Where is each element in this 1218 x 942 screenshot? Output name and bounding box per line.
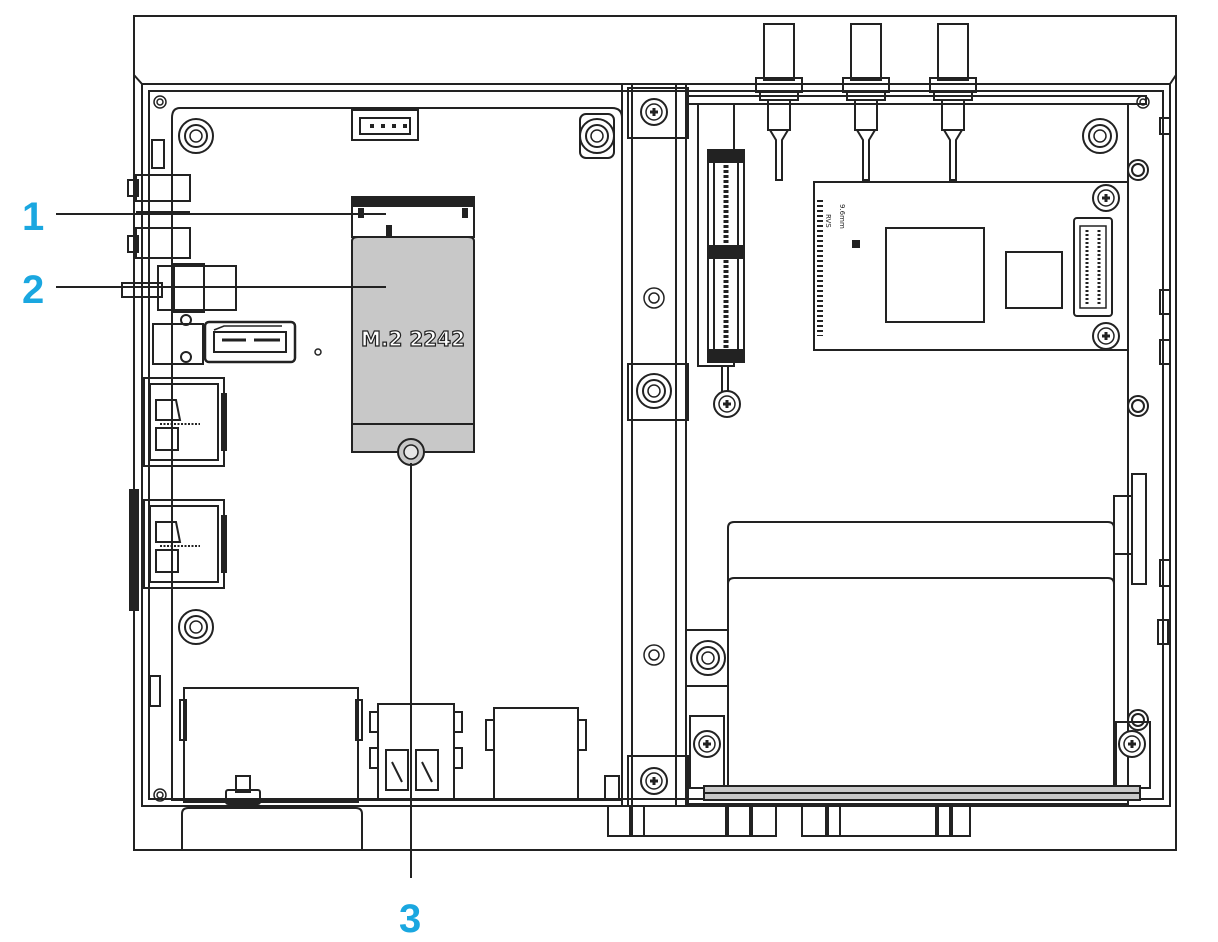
sata-connector bbox=[203, 320, 297, 364]
callout-1-number: 1 bbox=[22, 195, 44, 239]
serial-connectors bbox=[607, 805, 971, 837]
mini-pcie-card: RVS 9.6mm bbox=[813, 181, 1129, 351]
chassis bbox=[133, 15, 1177, 851]
m2-mounting-screw bbox=[397, 438, 425, 466]
riser-card-connector bbox=[697, 103, 745, 398]
right-bay bbox=[685, 95, 1147, 805]
riser-bracket bbox=[621, 83, 689, 807]
m2-module: M.2 2242 bbox=[351, 236, 475, 453]
module-label: M.2 2242 bbox=[361, 327, 465, 351]
minicard-text-a: RVS bbox=[824, 214, 832, 228]
riser-card-screw bbox=[713, 390, 741, 418]
corner-bosses bbox=[153, 95, 1150, 802]
bottom-connectors bbox=[179, 687, 620, 850]
minicard-text-b: 9.6mm bbox=[838, 204, 846, 229]
storage-drive bbox=[685, 521, 1151, 801]
riser-screws bbox=[636, 98, 672, 795]
board-standoffs bbox=[178, 113, 615, 645]
board-via bbox=[314, 348, 322, 356]
usb-ports-left bbox=[129, 377, 227, 707]
antenna-connectors bbox=[755, 23, 977, 181]
callout-3-number: 3 bbox=[399, 897, 421, 941]
fan-header bbox=[351, 109, 419, 141]
callout-leaders bbox=[56, 213, 412, 878]
callout-2-number: 2 bbox=[22, 268, 44, 312]
drive-screws bbox=[690, 640, 1146, 758]
m2-slot-connector bbox=[351, 196, 475, 238]
